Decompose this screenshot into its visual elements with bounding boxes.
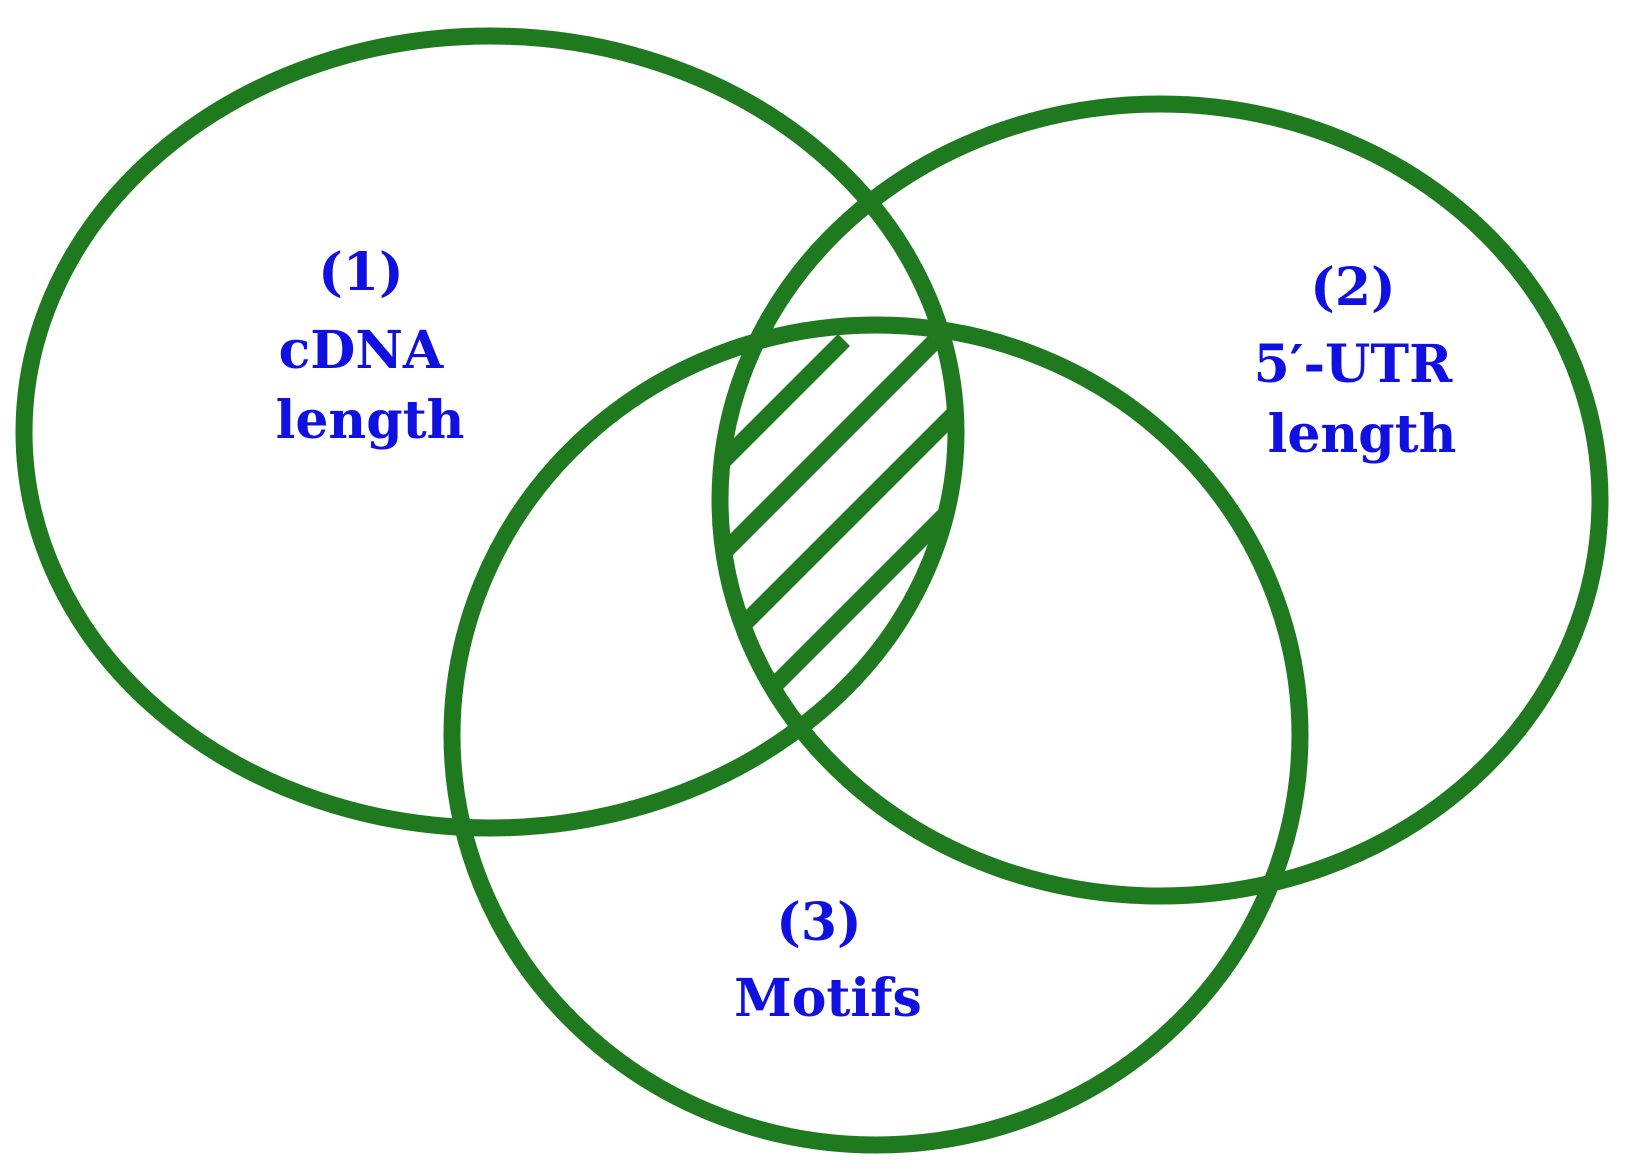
- set-3-number: (3): [776, 892, 861, 953]
- set-1-line-1: cDNA: [279, 320, 444, 381]
- hatch-line: [720, 333, 943, 828]
- set-1-line-2: length: [276, 390, 465, 451]
- set-2-label: (2) 5′-UTR length: [1254, 257, 1471, 465]
- set-2-line-1: 5′-UTR: [1254, 334, 1454, 395]
- set-1-ellipse: [15, 27, 965, 837]
- set-2-line-2: length: [1268, 404, 1457, 465]
- hatch-line: [720, 333, 956, 828]
- set-3-ellipse: [443, 316, 1309, 1154]
- set-3-line-1: Motifs: [734, 968, 922, 1029]
- set-1-number: (1): [318, 242, 403, 303]
- set-1-label: (1) cDNA length: [276, 242, 465, 451]
- set-2-number: (2): [1310, 257, 1395, 318]
- set-2-ellipse: [711, 95, 1609, 905]
- hatch-line: [720, 333, 851, 828]
- set-3-label: (3) Motifs: [734, 892, 922, 1029]
